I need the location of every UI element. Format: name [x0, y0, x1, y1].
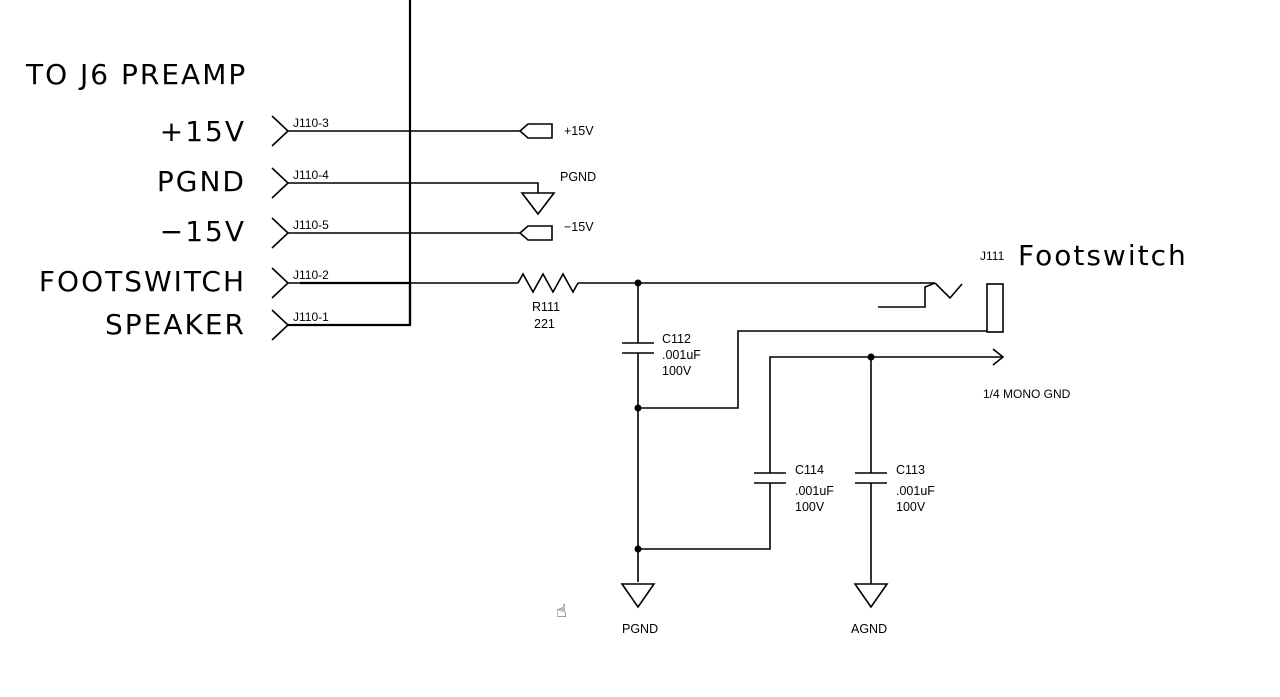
pin-label-j110-4: J110-4	[293, 168, 329, 182]
signal-label-plus15: +15V	[160, 115, 246, 148]
ground-agnd-label: AGND	[851, 622, 887, 636]
wire-mono-gnd	[769, 356, 1003, 473]
power-flag-plus15-label: +15V	[564, 124, 594, 138]
wire-speaker	[288, 283, 412, 327]
signal-label-pgnd: PGND	[157, 165, 246, 198]
capacitor-c113-ref: C113	[896, 463, 925, 477]
arrow-mono-gnd-icon	[992, 348, 1005, 366]
power-flag-plus15	[518, 123, 553, 139]
wire-c114-bottom	[638, 483, 771, 550]
connector-chevron-3	[271, 217, 290, 249]
resistor-r111	[517, 272, 579, 294]
resistor-value: 221	[534, 317, 555, 331]
resistor-ref: R111	[532, 300, 560, 314]
connector-chevron-2	[271, 167, 290, 199]
signal-label-footswitch: FOOTSWITCH	[39, 265, 246, 298]
ground-symbol-agnd	[853, 583, 889, 609]
connector-header: TO J6 PREAMP	[25, 58, 247, 91]
pin-label-j110-1: J110-1	[293, 310, 329, 324]
pin-label-j110-2: J110-2	[293, 268, 329, 282]
signal-label-minus15: −15V	[160, 215, 246, 248]
jack-ref: J111	[980, 249, 1005, 263]
power-flag-minus15	[518, 225, 553, 241]
capacitor-c113-voltage: 100V	[896, 500, 926, 514]
pin-label-j110-5: J110-5	[293, 218, 329, 232]
capacitor-c114-voltage: 100V	[795, 500, 825, 514]
capacitor-c112-voltage: 100V	[662, 364, 692, 378]
connector-chevron-5	[271, 309, 290, 341]
ground-symbol-pgnd-bottom	[620, 583, 656, 609]
jack-j111-switch	[934, 282, 963, 300]
jack-j111-body	[986, 283, 1004, 333]
jack-name: Footswitch	[1018, 239, 1188, 272]
capacitor-c114-value: .001uF	[795, 484, 834, 498]
connector-chevron-1	[271, 115, 290, 147]
capacitor-c112-value: .001uF	[662, 348, 701, 362]
ground-symbol-pgnd-top	[520, 192, 556, 216]
hand-cursor-icon: ☝	[556, 601, 567, 622]
wire-to-jack-sleeve	[638, 330, 987, 409]
capacitor-c112-ref: C112	[662, 332, 691, 346]
connector-chevron-4	[271, 267, 290, 299]
pin-label-j110-3: J110-3	[293, 116, 329, 130]
ground-pgnd-bottom-label: PGND	[622, 622, 658, 636]
jack-j111-tip-contact	[878, 282, 936, 308]
wire-pgnd	[288, 182, 539, 193]
capacitor-c113-value: .001uF	[896, 484, 935, 498]
capacitor-c114-ref: C114	[795, 463, 824, 477]
power-flag-minus15-label: −15V	[564, 220, 594, 234]
mono-gnd-label: 1/4 MONO GND	[983, 387, 1071, 401]
signal-label-speaker: SPEAKER	[105, 308, 246, 341]
ground-pgnd-top-label: PGND	[560, 170, 596, 184]
